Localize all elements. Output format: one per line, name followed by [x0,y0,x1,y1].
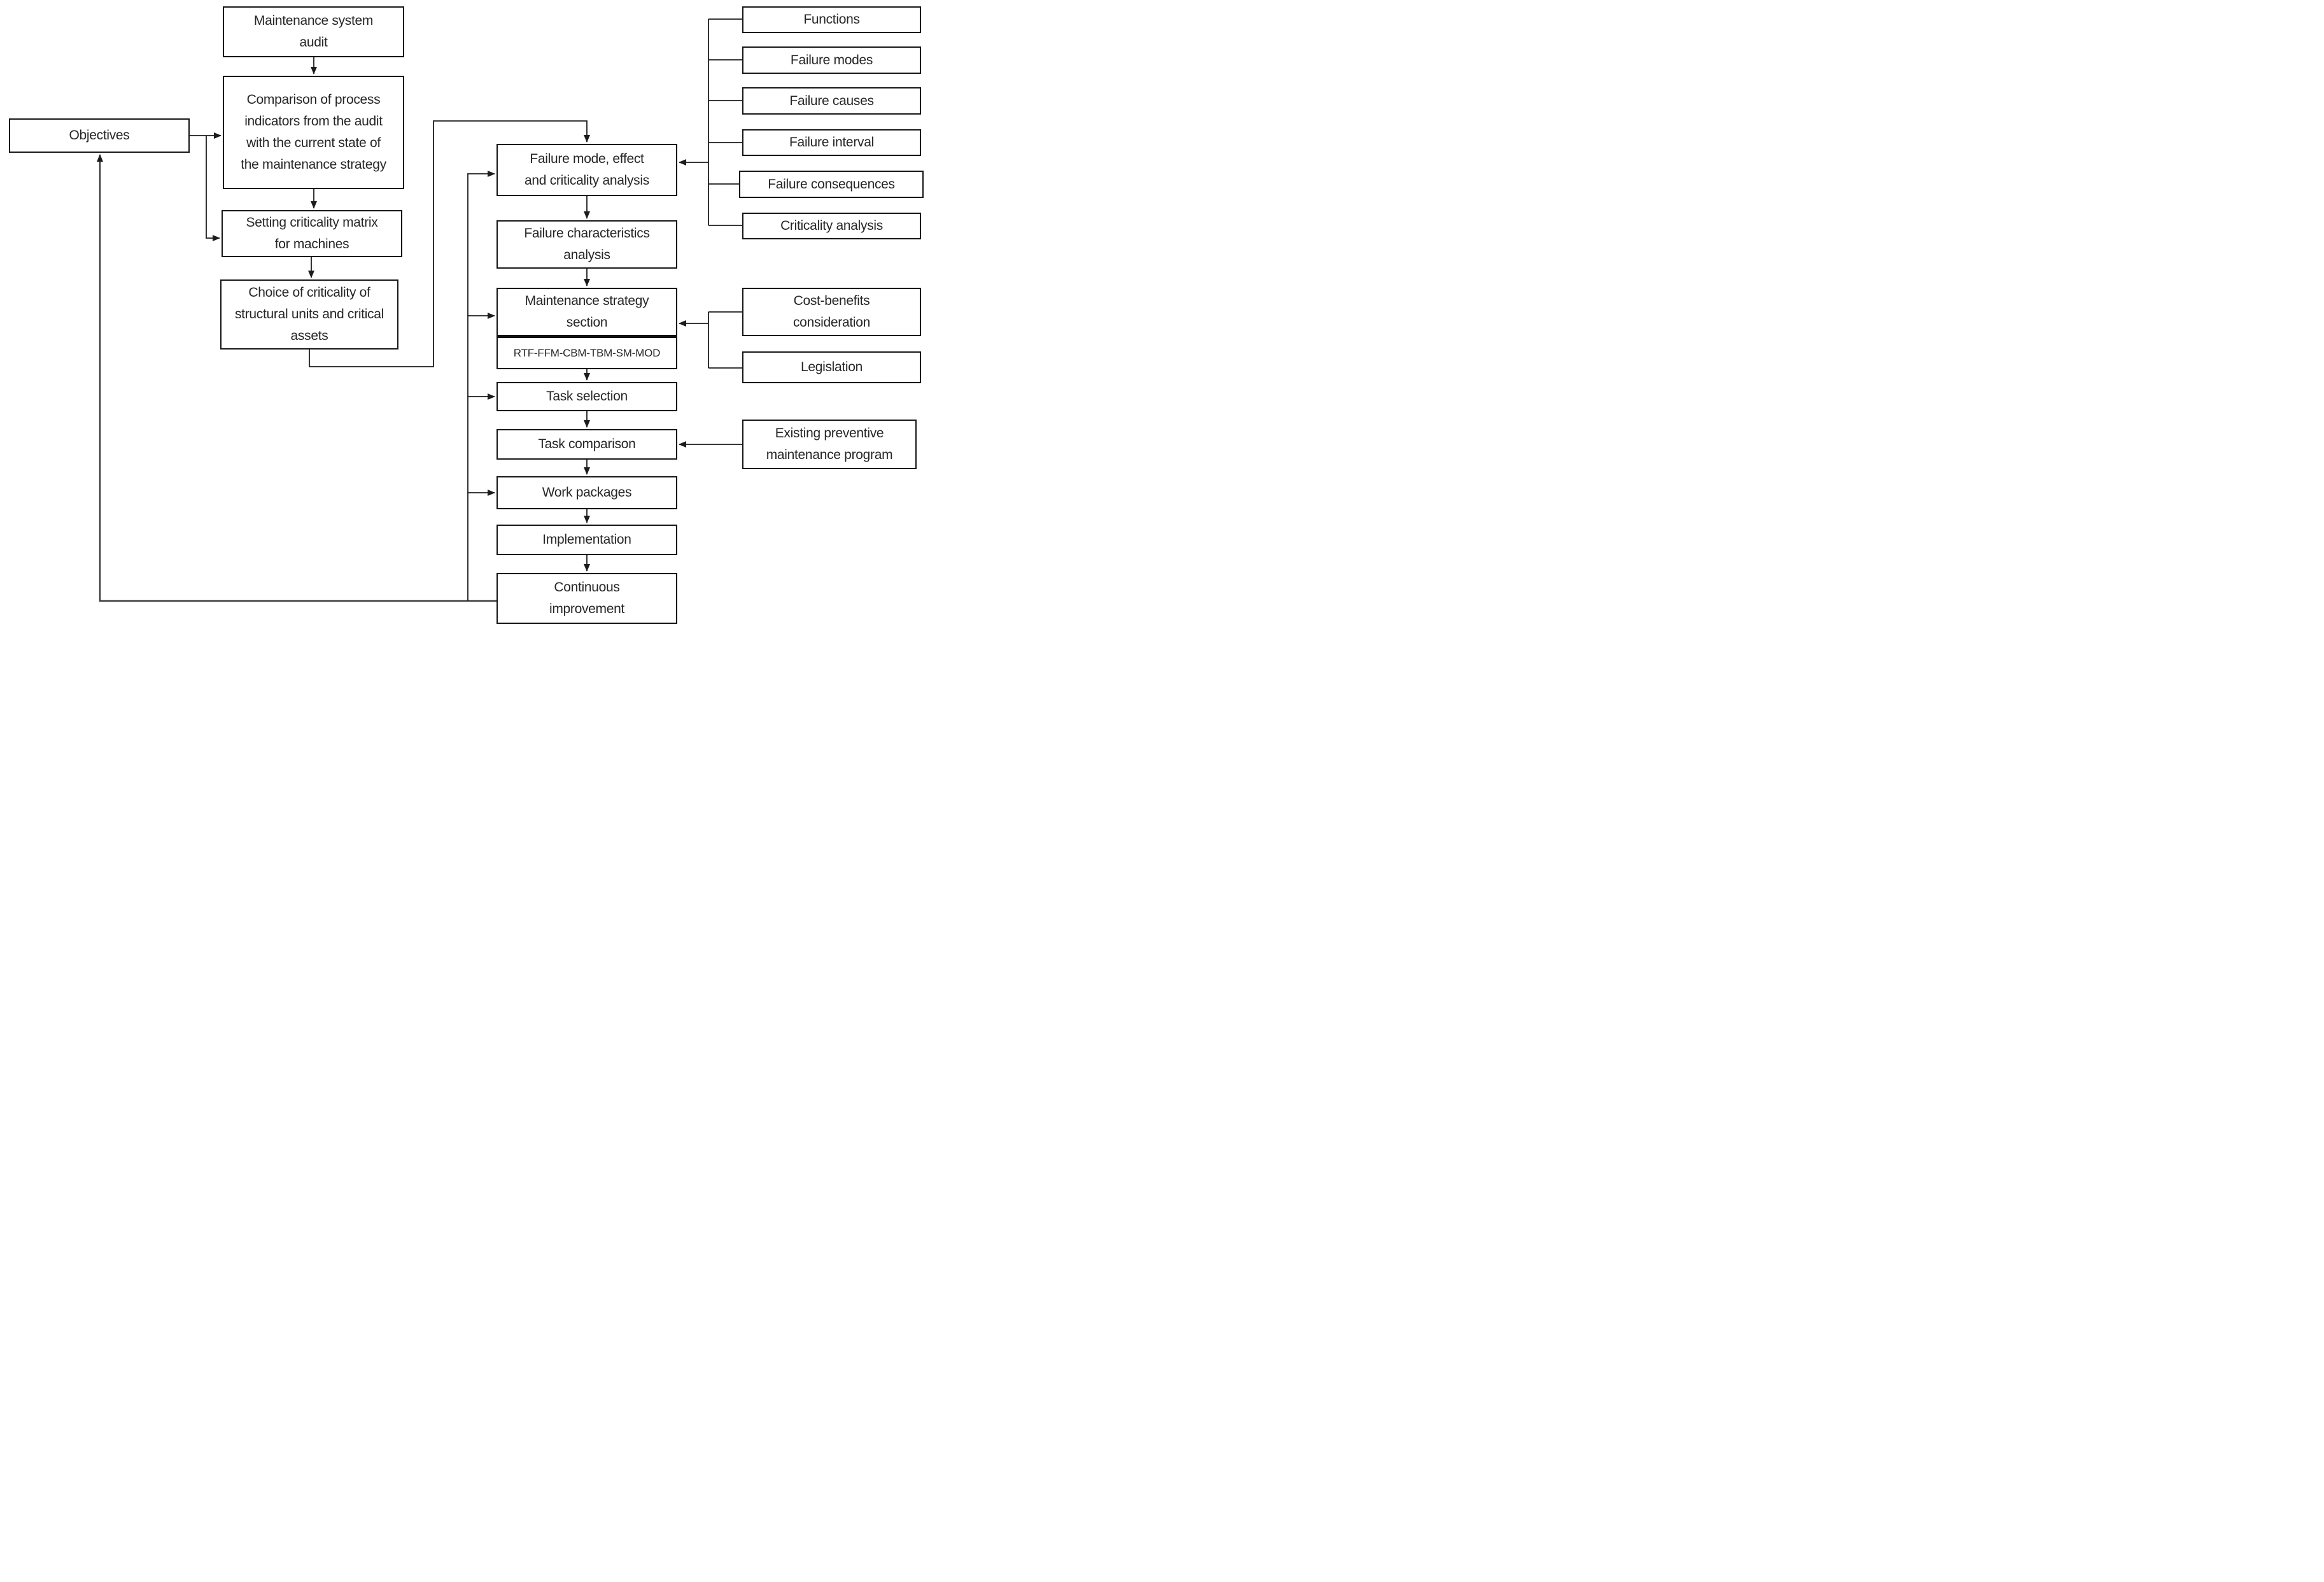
node-functions: Functions [742,6,921,33]
node-failure-characteristics-analysis: Failure characteristics analysis [496,220,677,269]
node-failure-interval: Failure interval [742,129,921,156]
node-comparison-process-indicators: Comparison of process indicators from th… [223,76,404,189]
edge-objectives-to-setting [206,136,220,241]
strategy-section-divider [498,335,676,338]
edge-continuous-to-fmeca [467,171,495,601]
node-setting-criticality-matrix: Setting criticality matrix for machines [222,210,402,257]
node-failure-consequences: Failure consequences [739,171,924,198]
node-existing-preventive-maintenance-program: Existing preventive maintenance program [742,420,917,469]
node-criticality-analysis: Criticality analysis [742,213,921,239]
edge-choice-to-fmeca [309,120,590,367]
connector-layer [97,18,742,602]
edge-continuous-to-objectives [97,154,496,602]
node-choice-of-criticality: Choice of criticality of structural unit… [220,279,398,350]
node-failure-modes: Failure modes [742,46,921,74]
node-failure-causes: Failure causes [742,87,921,115]
node-task-comparison: Task comparison [496,429,677,460]
strategy-methods: RTF-FFM-CBM-TBM-SM-MOD [513,346,661,359]
node-maintenance-strategy-section: Maintenance strategy section RTF-FFM-CBM… [496,288,677,369]
node-work-packages: Work packages [496,476,677,509]
node-continuous-improvement: Continuous improvement [496,573,677,624]
node-legislation: Legislation [742,351,921,383]
node-task-selection: Task selection [496,382,677,411]
flowchart-maintenance-strategy: Maintenance system audit Comparison of p… [0,0,929,633]
strategy-section-title: Maintenance strategy section [525,293,649,330]
node-objectives: Objectives [9,118,190,153]
node-maintenance-system-audit: Maintenance system audit [223,6,404,57]
node-cost-benefits-consideration: Cost-benefits consideration [742,288,921,336]
node-fmeca: Failure mode, effect and criticality ana… [496,144,677,196]
node-implementation: Implementation [496,525,677,555]
